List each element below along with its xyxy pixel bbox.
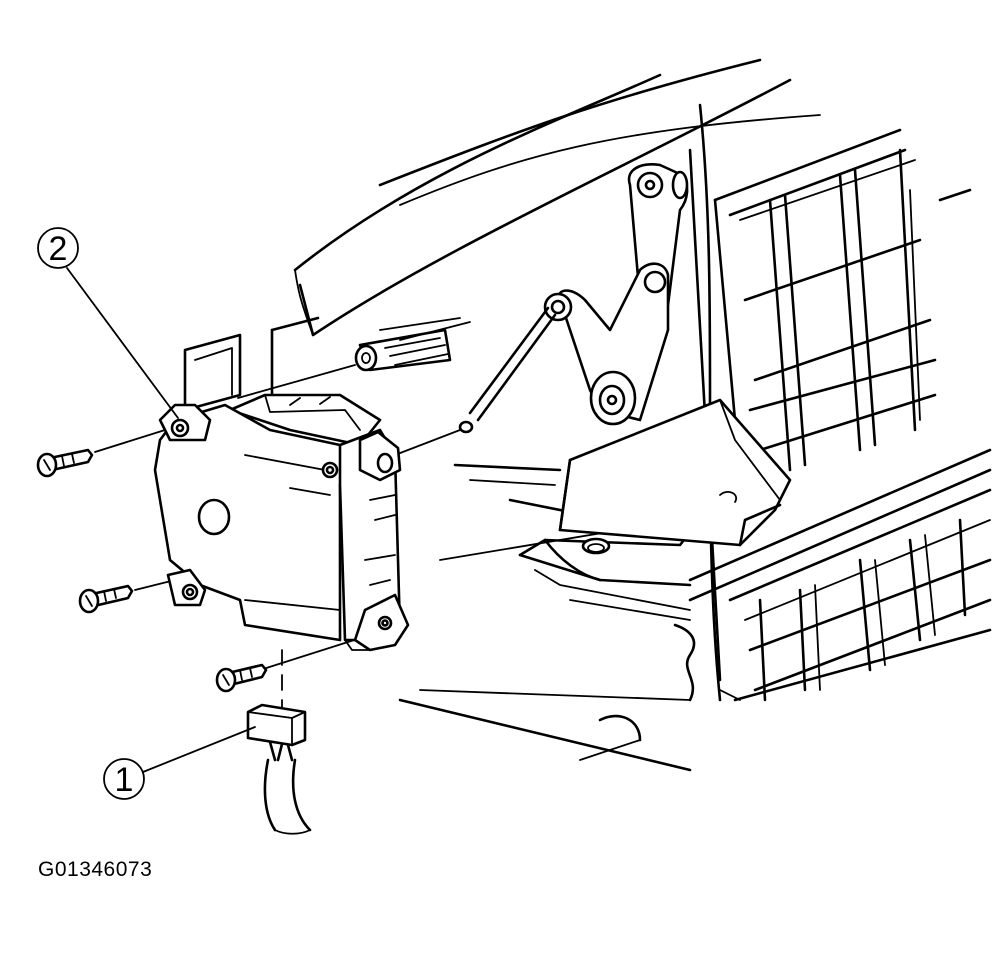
figure-id-label: G01346073	[38, 858, 153, 881]
screw-upper	[36, 448, 94, 478]
callout-2: 2	[37, 227, 179, 419]
housing-plate	[183, 333, 242, 412]
door-linkage	[458, 163, 792, 547]
screw-middle	[78, 584, 134, 614]
hvac-module-housing	[270, 58, 821, 772]
callout-2-number: 2	[49, 230, 68, 268]
filter-grid	[688, 128, 992, 702]
screw-lower	[215, 663, 268, 693]
actuator-electrical-connector	[246, 703, 312, 835]
callout-1-number: 1	[115, 761, 134, 799]
callout-1: 1	[103, 726, 256, 800]
mounting-boss	[354, 317, 471, 372]
actuator-assembly	[153, 393, 410, 652]
mounting-screws	[36, 448, 268, 693]
